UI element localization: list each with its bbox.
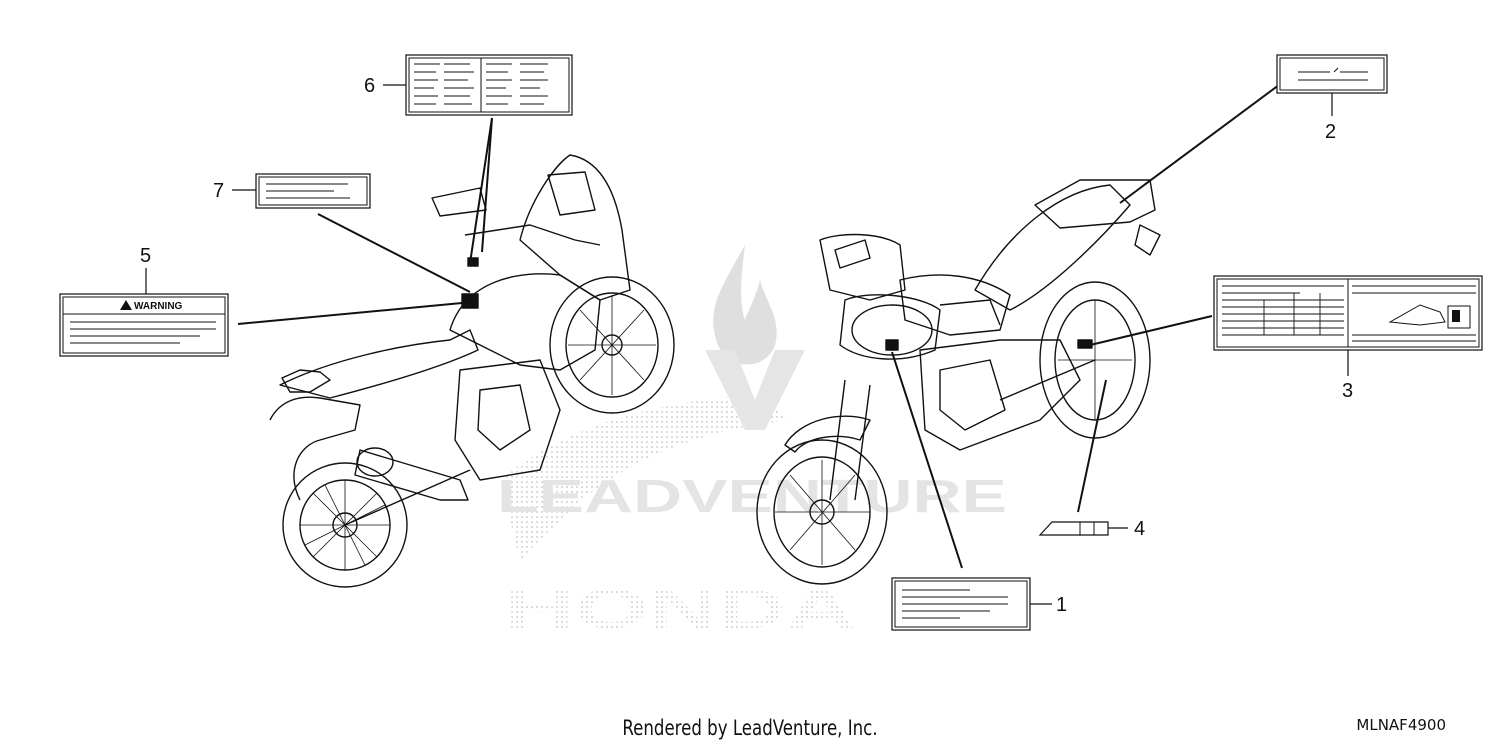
callout-5: 5: [140, 245, 151, 267]
leader-line-6b: [481, 117, 493, 253]
callout-6: 6: [364, 75, 375, 97]
warning-label-text: WARNING: [134, 301, 183, 312]
label-4-sticker: [1038, 521, 1128, 536]
leader-line-2: [1119, 81, 1284, 204]
diagram-code: MLNAF4900: [1356, 716, 1446, 734]
callout-3: 3: [1342, 380, 1353, 402]
watermark-honda-wing: [500, 395, 790, 560]
watermark-make: HONDA: [505, 577, 855, 640]
callout-4: 4: [1134, 518, 1145, 540]
leader-line-4: [1077, 379, 1107, 513]
leader-line-1: [891, 351, 963, 569]
callout-numbers: 1 2 3 4 5 6 7: [140, 75, 1353, 616]
leader-line-3: [1085, 315, 1213, 347]
label-3-tire-info-sticker: [1213, 275, 1483, 376]
label-2-sticker: [1276, 54, 1388, 116]
leader-line-5: [237, 302, 463, 325]
callout-2: 2: [1325, 121, 1336, 143]
label-6-info-sticker: [383, 54, 573, 116]
warning-triangle-icon: [120, 300, 132, 310]
label-1-sticker: [891, 577, 1052, 631]
callout-1: 1: [1056, 594, 1067, 616]
watermark-v-icon: [705, 350, 805, 430]
leader-line-6a: [469, 117, 493, 264]
watermark-flame-icon: [713, 245, 777, 365]
label-7-sticker: [232, 173, 371, 209]
label-5-warning-sticker: WARNING: [59, 268, 229, 357]
motorcycle-left-view: [269, 154, 675, 588]
watermark: LEADVENTURE HONDA: [497, 245, 1007, 640]
leader-line-7: [317, 213, 471, 293]
leader-lines: [237, 81, 1284, 569]
watermark-brand: LEADVENTURE: [497, 470, 1007, 522]
callout-7: 7: [213, 180, 224, 202]
footer-credit: Rendered by LeadVenture, Inc.: [622, 716, 878, 740]
tire-diagram-icon: [1388, 304, 1446, 326]
